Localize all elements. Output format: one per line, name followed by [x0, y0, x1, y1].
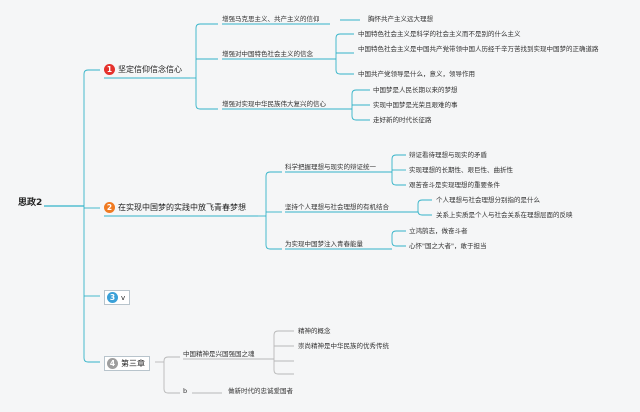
subtopic-1-3[interactable]: 增强对实现中华民族伟大复兴的信心	[222, 100, 326, 108]
root-bracket-branch-4	[83, 357, 100, 363]
leaf-2-3-2[interactable]: 心怀"国之大者"，敢于担当	[409, 242, 487, 250]
subtopic-1-3-bracket-branch-3	[351, 115, 370, 121]
topic-2[interactable]: 2 在实现中国梦的实践中放飞青春梦想	[104, 202, 246, 213]
subtopic-4-1[interactable]: 中国精神是兴国强国之魂	[183, 350, 255, 358]
topic-1[interactable]: 1 坚定信仰信念信心	[104, 64, 182, 75]
leaf-2-2-1[interactable]: 个人理想与社会理想分别指的是什么	[436, 196, 540, 204]
leaf-4-1-2[interactable]: 崇尚精神是中华民族的优秀传统	[298, 342, 389, 350]
root-bracket-branch-1	[83, 69, 100, 75]
number-badge-3: 3	[107, 292, 118, 303]
leaf-2-3-1[interactable]: 立鸿鹄志，做奋斗者	[409, 227, 468, 235]
leaf-4-2-1[interactable]: 做新时代的忠诚爱国者	[228, 387, 293, 395]
subtopic-1-1[interactable]: 增强马克思主义、共产主义的信仰	[222, 15, 320, 23]
topic-4[interactable]: 4 第三章	[104, 356, 150, 371]
leaf-2-2-2[interactable]: 关系上实质是个人与社会关系在理想层面的反映	[436, 211, 573, 219]
number-badge-2: 2	[104, 202, 115, 213]
subtopic-4-1-bracket-branch-4	[273, 369, 294, 375]
leaf-2-1-3[interactable]: 艰苦奋斗是实现理想的重要条件	[409, 181, 500, 189]
topic-4-bracket-branch-2	[163, 388, 180, 394]
subtopic-2-2-bracket-branch-1	[417, 199, 432, 205]
subtopic-4-1-bracket-branch-1	[273, 330, 294, 336]
leaf-1-2-1[interactable]: 中国特色社会主义是科学的社会主义而不是别的什么主义	[358, 30, 521, 38]
subtopic-1-2-bracket-branch-3	[335, 69, 354, 75]
number-badge-1: 1	[104, 64, 115, 75]
subtopic-2-2[interactable]: 坚持个人理想与社会理想的有机结合	[285, 203, 389, 211]
number-badge-4: 4	[107, 358, 118, 369]
subtopic-2-2-bracket-branch-2	[417, 210, 432, 216]
root-topic[interactable]: 思政2	[18, 198, 43, 208]
topic-4-label: 第三章	[121, 359, 145, 368]
leaf-4-1-1[interactable]: 精神的概念	[298, 327, 331, 335]
leaf-2-1-1[interactable]: 辩证看待理想与现实的矛盾	[409, 151, 487, 159]
topic-3-label: v	[121, 293, 126, 302]
topic-1-label: 坚定信仰信念信心	[118, 65, 182, 74]
leaf-1-3-1[interactable]: 中国梦是人民长期以来的梦想	[373, 86, 458, 94]
leaf-1-3-2[interactable]: 实现中国梦是光荣且艰难的事	[373, 101, 458, 109]
subtopic-2-1-bracket-branch-3	[391, 180, 406, 186]
leaf-1-1-1[interactable]: 胸怀共产主义远大理想	[368, 15, 433, 23]
leaf-2-1-2[interactable]: 实现理想的长期性、艰巨性、曲折性	[409, 166, 513, 174]
leaf-1-2-3[interactable]: 中国共产党领导是什么，意义，领导作用	[358, 70, 475, 78]
topic-4-box: 4 第三章	[104, 356, 150, 371]
topic-4-bracket-branch-1	[163, 356, 180, 362]
topic-1-bracket-branch-1	[195, 23, 218, 29]
subtopic-4-2[interactable]: b	[183, 387, 188, 395]
topic-3-box: 3 v	[104, 290, 131, 305]
subtopic-1-3-bracket-branch-1	[351, 89, 370, 95]
topic-2-bracket-branch-1	[265, 171, 282, 177]
subtopic-2-3[interactable]: 为实现中国梦注入青春能量	[285, 240, 363, 248]
subtopic-2-3-bracket-branch-1	[391, 230, 406, 236]
subtopic-1-2-bracket-branch-1	[335, 33, 354, 39]
leaf-1-3-3[interactable]: 走好新的时代长征路	[373, 116, 432, 124]
topic-2-bracket-branch-3	[265, 244, 282, 250]
topic-3[interactable]: 3 v	[104, 290, 131, 305]
subtopic-2-1-bracket-branch-1	[391, 154, 406, 160]
subtopic-2-3-bracket-branch-2	[391, 241, 406, 247]
topic-2-label: 在实现中国梦的实践中放飞青春梦想	[118, 203, 246, 212]
subtopic-2-1[interactable]: 科学把握理想与现实的辩证统一	[285, 163, 376, 171]
subtopic-1-2[interactable]: 增强对中国特色社会主义的信念	[222, 50, 313, 58]
topic-1-bracket-branch-3	[195, 104, 218, 110]
leaf-1-2-2[interactable]: 中国特色社会主义是中国共产党带领中国人历经千辛万苦找到实现中国梦的正确道路	[358, 45, 599, 53]
